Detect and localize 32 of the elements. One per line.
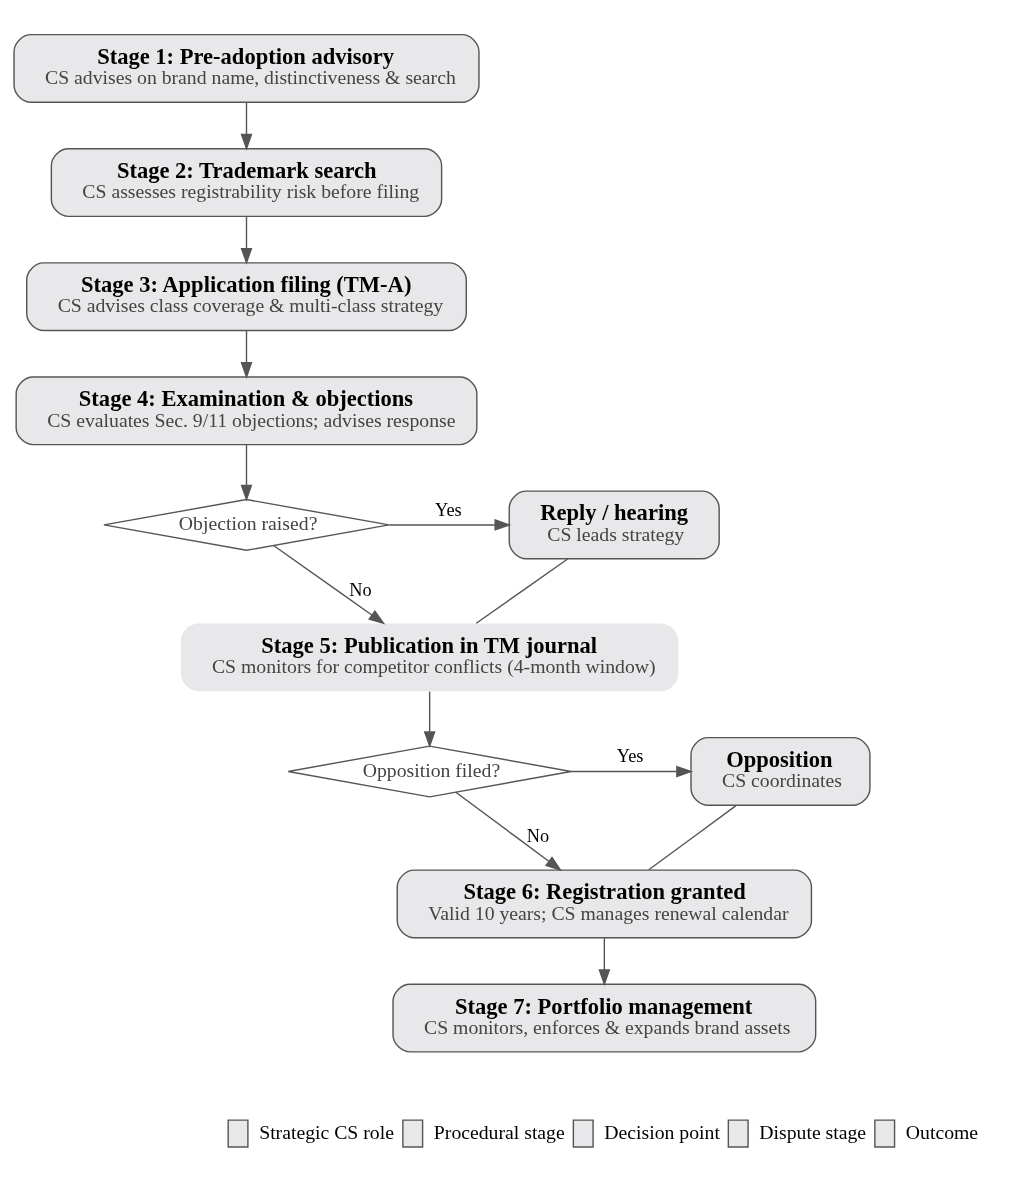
legend-label: Dispute stage [759,1120,867,1143]
arrow [598,937,611,987]
node-box: Stage 3: Application filing (TM-A) CS advises class coverage & multi-class strategy [26,262,467,332]
node-box: Stage 4: Examination & objections CS evaluates Sec. 9/11 objections; advises response [15,376,478,446]
arrow [423,690,436,749]
node-box: Opposition CS coordinates [690,736,871,806]
arrow [240,101,253,151]
node-box: Stage 7: Portfolio management CS monitors, enforces & expands brand assets [392,983,817,1053]
arrow [570,765,694,778]
arrow [240,330,253,379]
node-box: Stage 2: Trademark search CS assesses registrability risk before filing [50,148,443,218]
node-diamond: Objection raised? [103,498,390,551]
edge-label: Yes [616,746,644,767]
connector [648,804,737,871]
node-box: Stage 5: Publication in TM journal CS monitors for competitor conflicts (4-month window) [181,623,679,692]
connector [475,558,569,624]
legend-label: Outcome [905,1120,979,1143]
legend-label: Strategic CS role [259,1120,394,1143]
node-box: Stage 1: Pre-adoption advisory CS advises on brand name, distinctiveness & search [13,33,480,103]
node-box: Reply / hearing CS leads strategy [508,490,720,560]
arrow [240,216,253,265]
legend-label: Decision point [604,1120,720,1143]
arrow [388,519,512,531]
edge-label: No [526,826,550,847]
node-diamond: Opposition filed? [287,745,572,798]
node-box: Stage 6: Registration granted Valid 10 years; CS manages renewal calendar [396,869,813,939]
edge-label: No [349,579,372,600]
arrow [273,545,386,625]
legend-label: Procedural stage [433,1120,565,1143]
edge-label: Yes [435,499,462,520]
arrow [455,791,563,872]
arrow [240,444,253,502]
